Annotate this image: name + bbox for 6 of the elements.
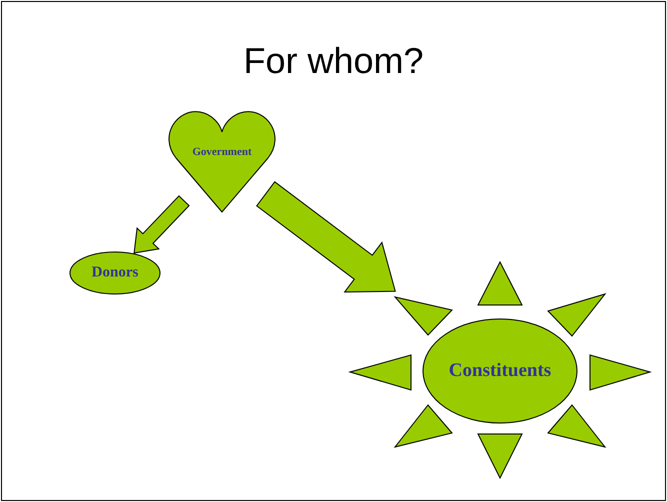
node-label: Donors <box>92 264 138 282</box>
node-label: Government <box>192 146 252 158</box>
block-arrow <box>256 181 396 293</box>
block-arrow <box>134 195 190 254</box>
title: For whom? <box>242 40 425 82</box>
node-label: Constituents <box>448 360 552 382</box>
